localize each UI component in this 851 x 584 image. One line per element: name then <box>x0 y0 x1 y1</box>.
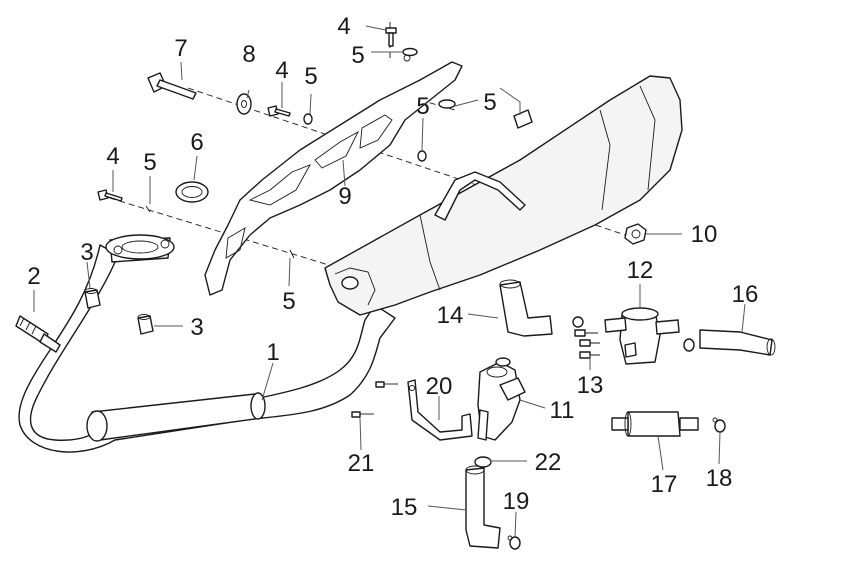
callout-14: 14 <box>437 302 464 329</box>
callout-8: 8 <box>242 41 255 68</box>
washer-left <box>145 205 151 213</box>
hose-clamp-upper <box>495 316 695 367</box>
callout-2: 2 <box>27 263 40 290</box>
flange-nut-upper <box>84 288 101 309</box>
callout-5-middle: 5 <box>304 63 317 90</box>
callout-11: 11 <box>550 397 575 424</box>
hose-15 <box>465 465 501 549</box>
callout-5-left: 5 <box>143 149 156 176</box>
flange-nut-lower <box>137 314 154 335</box>
washer-top <box>402 47 418 57</box>
callout-3-upper: 3 <box>80 239 93 266</box>
callout-5-heatshield: 5 <box>416 93 429 120</box>
valve-bracket <box>407 379 473 441</box>
valve-screws <box>574 329 600 359</box>
leader-lines <box>33 25 746 538</box>
air-solenoid-valve <box>604 307 680 365</box>
muffler-mounting-bracket <box>204 54 463 296</box>
long-bolt <box>147 72 197 100</box>
secondary-air-valve <box>477 361 526 441</box>
washer-lower <box>289 249 295 259</box>
exhaust-gasket <box>175 181 209 203</box>
callout-19: 19 <box>503 488 530 515</box>
callout-1: 1 <box>266 339 279 366</box>
oxygen-sensor <box>15 315 61 353</box>
bracket-screws <box>351 381 398 418</box>
callout-13: 13 <box>577 372 604 399</box>
callout-4-middle: 4 <box>275 57 288 84</box>
callout-12: 12 <box>627 257 654 284</box>
bolt-left <box>97 189 123 202</box>
washer-heatshield <box>417 150 427 162</box>
callout-9: 9 <box>338 183 351 210</box>
callout-6: 6 <box>190 129 203 156</box>
hose-16 <box>699 329 776 356</box>
muffler-nut <box>624 223 647 245</box>
hose-14 <box>499 279 553 337</box>
callout-21: 21 <box>348 450 375 477</box>
callout-17: 17 <box>651 471 678 498</box>
callout-labels: 1 2 3 3 4 4 4 5 5 5 5 5 5 6 7 8 9 10 11 … <box>27 13 758 521</box>
callout-5-lower: 5 <box>282 288 295 315</box>
hose-clamp-19 <box>507 535 521 550</box>
callout-3-lower: 3 <box>190 314 203 341</box>
washer-middle <box>303 113 313 125</box>
callout-5-top: 5 <box>351 42 364 69</box>
callout-22: 22 <box>535 449 562 476</box>
callout-4-top: 4 <box>337 13 350 40</box>
large-washer <box>236 93 252 115</box>
exhaust-header-pipe <box>18 234 396 453</box>
callout-4-left: 4 <box>106 143 119 170</box>
bolt-top <box>385 27 397 47</box>
callout-15: 15 <box>391 494 418 521</box>
callout-20: 20 <box>426 373 453 400</box>
washer-muffler-top <box>438 99 456 109</box>
bolt-middle <box>267 105 291 117</box>
callout-18: 18 <box>706 465 733 492</box>
callout-10: 10 <box>691 221 718 248</box>
inline-air-filter <box>611 411 699 437</box>
hose-clamp-18 <box>712 417 726 433</box>
muffler <box>324 75 683 316</box>
callout-5-muffler: 5 <box>483 89 496 116</box>
callout-16: 16 <box>732 281 759 308</box>
callout-7: 7 <box>174 35 187 62</box>
hose-clamp-22 <box>474 456 492 468</box>
